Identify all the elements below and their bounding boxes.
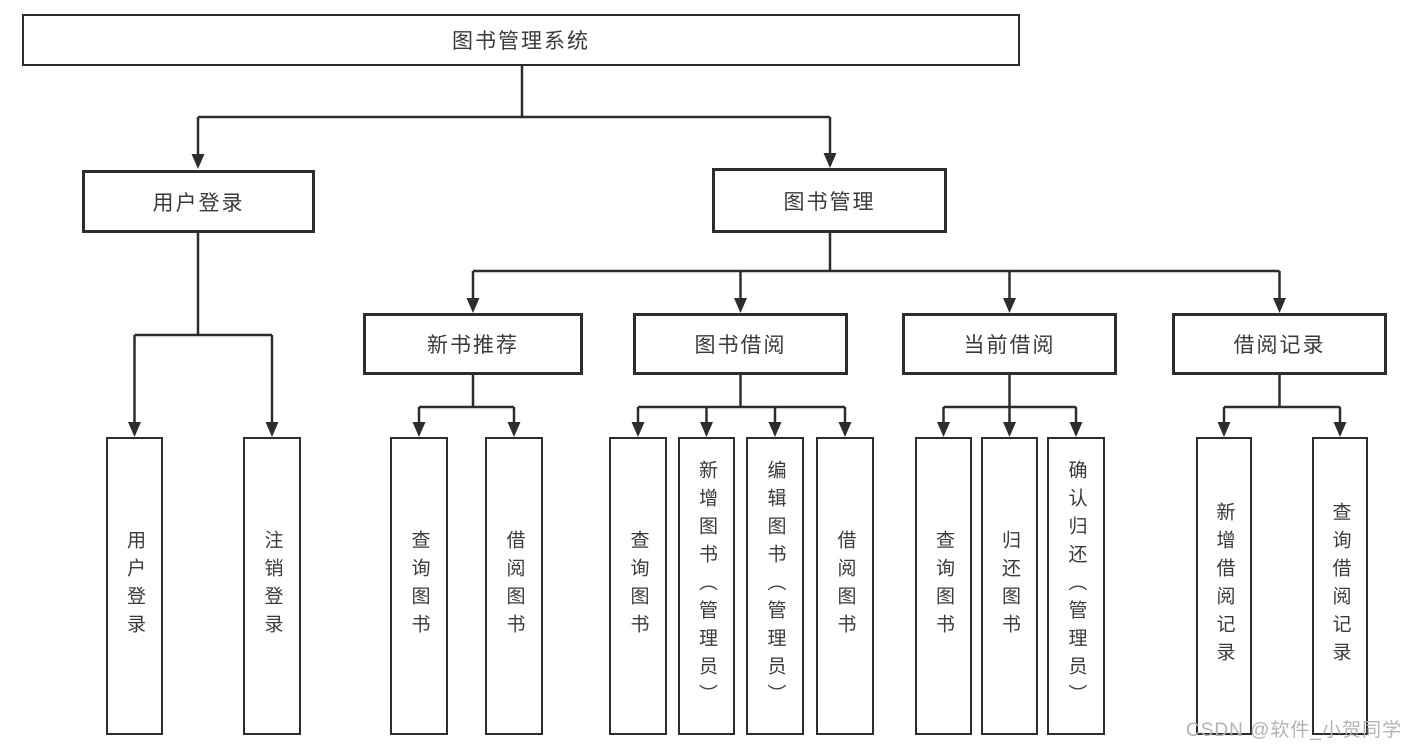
node-current-borrow-label: 当前借阅 <box>963 334 1056 357</box>
watermark: CSDN @软件_小贺同学 <box>1186 720 1402 741</box>
node-leaf-add-book: 新增图书（管理员） <box>678 437 735 735</box>
node-book-borrow: 图书借阅 <box>633 313 848 375</box>
node-leaf-edit-book: 编辑图书（管理员） <box>746 437 804 735</box>
node-leaf-query-book-3-label: 查询图书 <box>933 530 954 642</box>
node-leaf-return-book: 归还图书 <box>981 437 1038 735</box>
node-root-label: 图书管理系统 <box>452 30 590 53</box>
node-leaf-query-book-2: 查询图书 <box>609 437 667 735</box>
node-book-mgmt-label: 图书管理 <box>783 190 876 214</box>
node-current-borrow: 当前借阅 <box>902 313 1117 375</box>
node-leaf-user-login: 用户登录 <box>106 437 163 735</box>
node-leaf-query-book-1: 查询图书 <box>390 437 448 735</box>
node-leaf-borrow-book-1-label: 借阅图书 <box>503 530 525 642</box>
node-leaf-borrow-book-1: 借阅图书 <box>485 437 543 735</box>
node-leaf-query-record-label: 查询借阅记录 <box>1329 502 1351 670</box>
node-borrow-record: 借阅记录 <box>1172 313 1387 375</box>
node-leaf-user-login-label: 用户登录 <box>124 530 145 642</box>
node-leaf-query-book-1-label: 查询图书 <box>408 530 430 642</box>
node-book-mgmt: 图书管理 <box>712 168 947 233</box>
node-user-login-label: 用户登录 <box>152 191 245 215</box>
node-leaf-borrow-book-2: 借阅图书 <box>816 437 874 735</box>
node-leaf-query-book-2-label: 查询图书 <box>627 530 649 642</box>
node-borrow-record-label: 借阅记录 <box>1233 334 1326 357</box>
node-leaf-edit-book-label: 编辑图书（管理员） <box>764 460 786 712</box>
node-leaf-logout-label: 注销登录 <box>261 530 283 642</box>
node-leaf-logout: 注销登录 <box>243 437 301 735</box>
node-leaf-confirm-return-label: 确认归还（管理员） <box>1065 460 1087 712</box>
node-book-borrow-label: 图书借阅 <box>694 334 787 357</box>
node-leaf-return-book-label: 归还图书 <box>999 530 1020 642</box>
node-leaf-query-record: 查询借阅记录 <box>1312 437 1368 735</box>
node-root: 图书管理系统 <box>22 14 1020 66</box>
node-leaf-borrow-book-2-label: 借阅图书 <box>834 530 856 642</box>
node-leaf-add-record-label: 新增借阅记录 <box>1213 502 1235 670</box>
node-user-login: 用户登录 <box>82 170 315 233</box>
node-leaf-confirm-return: 确认归还（管理员） <box>1047 437 1105 735</box>
node-new-book-rec-label: 新书推荐 <box>427 334 519 357</box>
node-new-book-rec: 新书推荐 <box>363 313 583 375</box>
node-leaf-add-book-label: 新增图书（管理员） <box>696 460 717 712</box>
node-leaf-query-book-3: 查询图书 <box>915 437 972 735</box>
node-leaf-add-record: 新增借阅记录 <box>1196 437 1252 735</box>
